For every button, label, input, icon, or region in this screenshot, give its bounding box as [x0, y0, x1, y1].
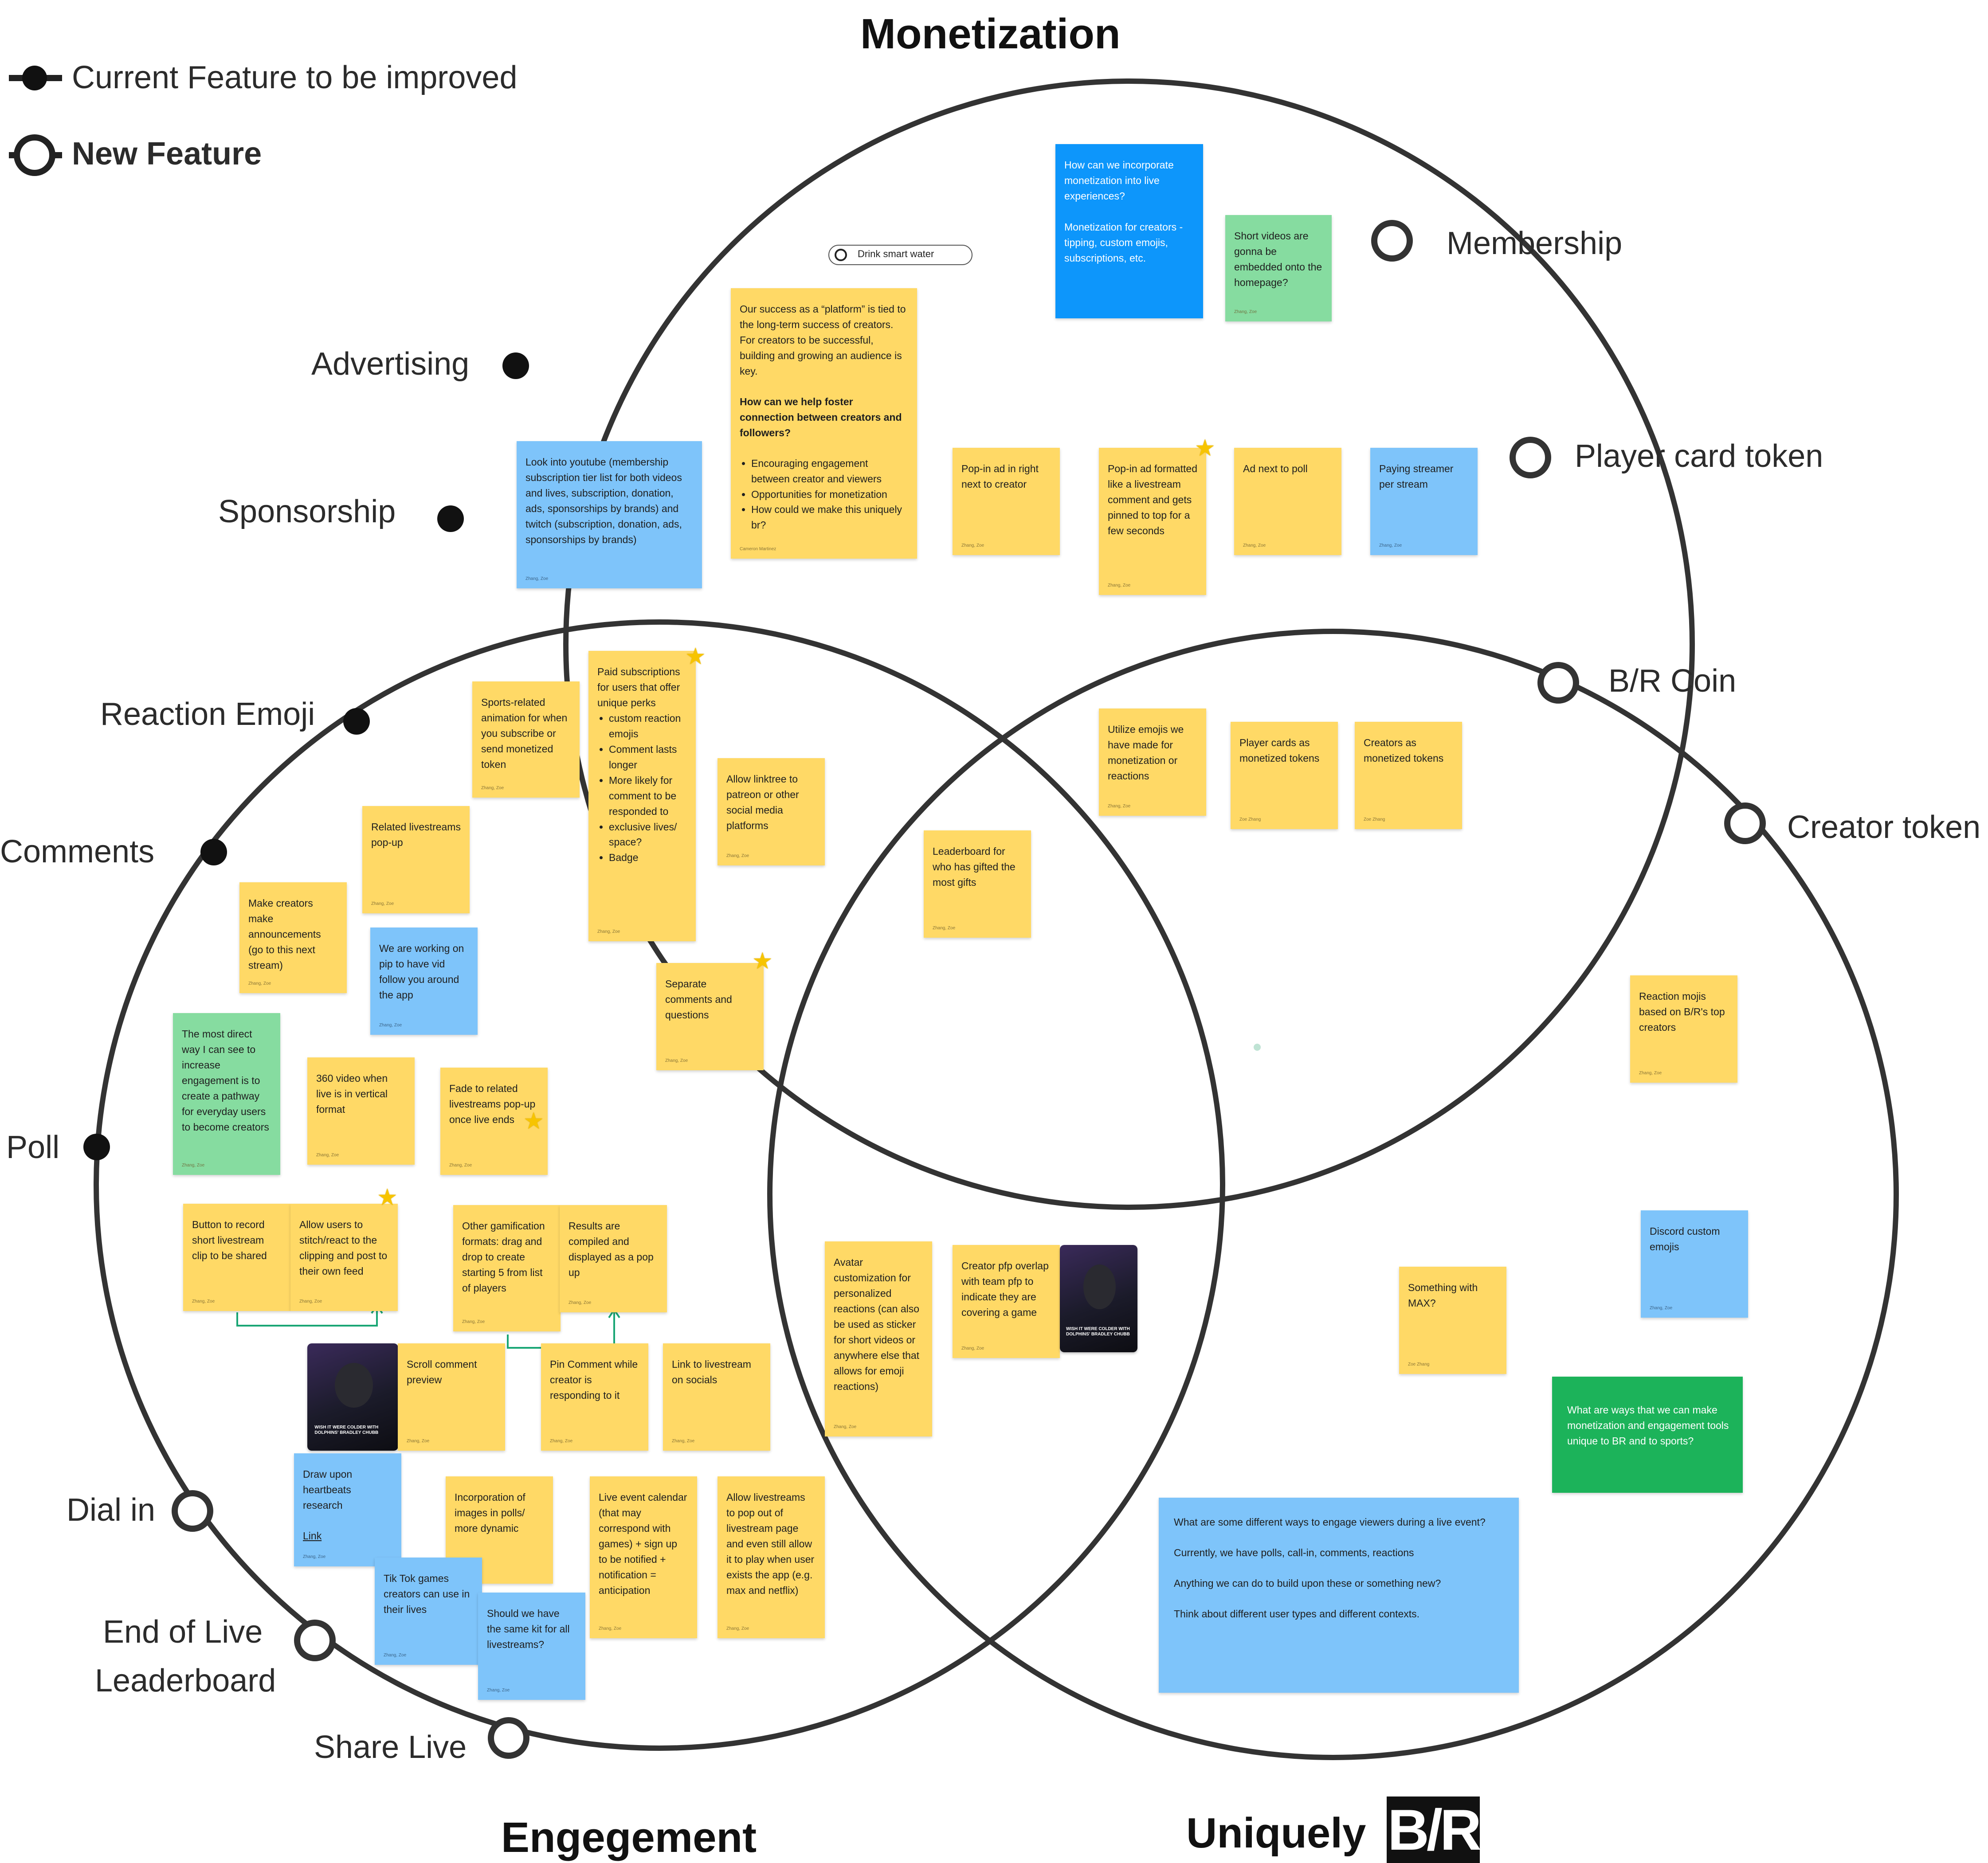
marker-reaction-emoji: [343, 708, 370, 735]
note-reaction-mojis[interactable]: Reaction mojis based on B/R's top creato…: [1630, 975, 1737, 1083]
label-end-of-live-2: Leaderboard: [95, 1663, 276, 1699]
marker-share-live: [488, 1717, 529, 1759]
marker-sponsorship: [437, 505, 464, 532]
label-advertising: Advertising: [311, 346, 470, 382]
legend-new-ring: [14, 134, 55, 176]
note-link-socials[interactable]: Link to livestream on socials Zhang, Zoe: [663, 1343, 770, 1451]
stray-dot: [1254, 1044, 1261, 1051]
label-sponsorship: Sponsorship: [218, 494, 396, 529]
star-icon: ★: [523, 1108, 544, 1134]
label-creator-token: Creator token: [1787, 810, 1981, 845]
label-comments: Comments: [0, 834, 155, 869]
note-pop-out[interactable]: Allow livestreams to pop out of livestre…: [718, 1476, 825, 1638]
note-stitch-react[interactable]: Allow users to stitch/react to the clipp…: [290, 1204, 398, 1311]
marker-membership: [1371, 220, 1413, 262]
note-discord-emojis[interactable]: Discord custom emojis Zhang, Zoe: [1641, 1210, 1748, 1318]
note-something-max[interactable]: Something with MAX? Zoe Zhang: [1399, 1267, 1506, 1374]
thumbnail-caption: WISH IT WERE COLDER WITH DOLPHINS' BRADL…: [314, 1425, 379, 1436]
note-utilize-emojis[interactable]: Utilize emojis we have made for monetiza…: [1099, 708, 1206, 816]
note-heartbeats[interactable]: Draw upon heartbeats research Link Zhang…: [294, 1453, 401, 1566]
engagement-circle: [94, 619, 1225, 1751]
legend-current-dot: [22, 66, 47, 90]
note-fade-related[interactable]: Fade to related livestreams pop-up once …: [440, 1068, 548, 1175]
note-tiktok-games[interactable]: Tik Tok games creators can use in their …: [375, 1558, 482, 1665]
marker-poll: [83, 1134, 110, 1160]
marker-advertising: [502, 352, 529, 379]
note-direct-engagement[interactable]: The most direct way I can see to increas…: [173, 1013, 280, 1175]
title-monetization: Monetization: [860, 10, 1121, 58]
note-sports-animation[interactable]: Sports-related animation for when you su…: [472, 681, 580, 798]
pill-label: Drink smart water: [858, 248, 934, 259]
label-end-of-live-1: End of Live: [103, 1614, 263, 1650]
star-icon: ★: [752, 948, 773, 974]
note-related-popup[interactable]: Related livestreams pop-up Zhang, Zoe: [362, 806, 470, 913]
note-ways-unique[interactable]: What are ways that we can make monetizat…: [1552, 1377, 1743, 1493]
br-logo: B/R: [1387, 1796, 1482, 1863]
marker-player-card-token: [1510, 437, 1551, 478]
label-player-card-token: Player card token: [1575, 438, 1823, 474]
legend-new-label: New Feature: [72, 136, 262, 172]
ring-icon: [835, 249, 847, 261]
label-membership: Membership: [1447, 226, 1623, 261]
note-record-clip[interactable]: Button to record short livestream clip t…: [183, 1204, 290, 1311]
livestream-thumbnail-2[interactable]: WISH IT WERE COLDER WITH DOLPHINS' BRADL…: [1060, 1245, 1137, 1352]
marker-creator-token: [1724, 802, 1766, 844]
star-icon: ★: [685, 644, 706, 669]
note-creator-pfp[interactable]: Creator pfp overlap with team pfp to ind…: [953, 1245, 1060, 1358]
note-live-monetize[interactable]: How can we incorporate monetization into…: [1055, 144, 1203, 318]
title-engagement: Engegement: [501, 1814, 757, 1861]
label-dial-in: Dial in: [67, 1492, 156, 1528]
note-engage-viewers[interactable]: What are some different ways to engage v…: [1159, 1498, 1519, 1693]
connector-record-to-stitch: [236, 1308, 378, 1327]
note-scroll-comment[interactable]: Scroll comment preview Zhang, Zoe: [398, 1343, 505, 1451]
marker-end-of-live: [294, 1620, 336, 1661]
livestream-thumbnail[interactable]: WISH IT WERE COLDER WITH DOLPHINS' BRADL…: [307, 1343, 398, 1451]
note-separate-comments[interactable]: Separate comments and questions Zhang, Z…: [656, 963, 764, 1070]
note-announcements[interactable]: Make creators make announcements (go to …: [239, 882, 347, 993]
note-results-popup[interactable]: Results are compiled and displayed as a …: [560, 1205, 667, 1312]
note-avatar-customization[interactable]: Avatar customization for personalized re…: [825, 1241, 932, 1436]
note-creators-tokens[interactable]: Creators as monetized tokens Zoe Zhang: [1355, 722, 1462, 829]
note-event-calendar[interactable]: Live event calendar (that may correspond…: [590, 1476, 697, 1638]
note-paid-subscriptions[interactable]: Paid subscriptions for users that offer …: [588, 651, 696, 941]
note-popin-formatted[interactable]: Pop-in ad formatted like a livestream co…: [1099, 448, 1206, 595]
marker-dial-in: [172, 1490, 213, 1532]
note-youtube-twitch[interactable]: Look into youtube (membership subscripti…: [517, 441, 702, 588]
label-reaction-emoji: Reaction Emoji: [100, 697, 315, 732]
thumbnail-face: [1083, 1264, 1116, 1310]
thumbnail-face: [334, 1362, 373, 1408]
note-ad-poll[interactable]: Ad next to poll Zhang, Zoe: [1234, 448, 1341, 555]
marker-comments: [200, 839, 227, 865]
legend-current-label: Current Feature to be improved: [72, 60, 518, 95]
pill-drink-smart-water[interactable]: Drink smart water: [828, 245, 972, 265]
heartbeats-link[interactable]: Link: [303, 1530, 322, 1542]
title-uniquely: Uniquely: [1186, 1809, 1366, 1857]
note-same-kit[interactable]: Should we have the same kit for all live…: [478, 1593, 585, 1700]
note-success-creators[interactable]: Our success as a “platform” is tied to t…: [731, 288, 917, 559]
note-linktree[interactable]: Allow linktree to patreon or other socia…: [718, 758, 825, 865]
note-player-cards-tokens[interactable]: Player cards as monetized tokens Zoe Zha…: [1231, 722, 1338, 829]
label-share-live: Share Live: [314, 1730, 467, 1765]
label-br-coin: B/R Coin: [1608, 663, 1737, 699]
note-pip[interactable]: We are working on pip to have vid follow…: [370, 928, 478, 1035]
note-popin-right[interactable]: Pop-in ad in right next to creator Zhang…: [953, 448, 1060, 555]
note-gamification[interactable]: Other gamification formats: drag and dro…: [453, 1205, 561, 1331]
label-poll: Poll: [6, 1130, 60, 1165]
note-short-videos[interactable]: Short videos are gonna be embedded onto …: [1225, 215, 1332, 321]
thumbnail-caption: WISH IT WERE COLDER WITH DOLPHINS' BRADL…: [1066, 1327, 1130, 1337]
star-icon: ★: [1195, 435, 1216, 461]
star-icon: ★: [377, 1185, 398, 1210]
monetization-circle: [563, 78, 1695, 1210]
note-360-video[interactable]: 360 video when live is in vertical forma…: [307, 1057, 415, 1165]
note-pin-comment[interactable]: Pin Comment while creator is responding …: [541, 1343, 648, 1451]
note-paying-streamer[interactable]: Paying streamer per stream Zhang, Zoe: [1370, 448, 1478, 555]
uniquely-circle: [767, 629, 1899, 1760]
marker-br-coin: [1537, 662, 1579, 704]
note-leaderboard-gifts[interactable]: Leaderboard for who has gifted the most …: [924, 830, 1031, 938]
